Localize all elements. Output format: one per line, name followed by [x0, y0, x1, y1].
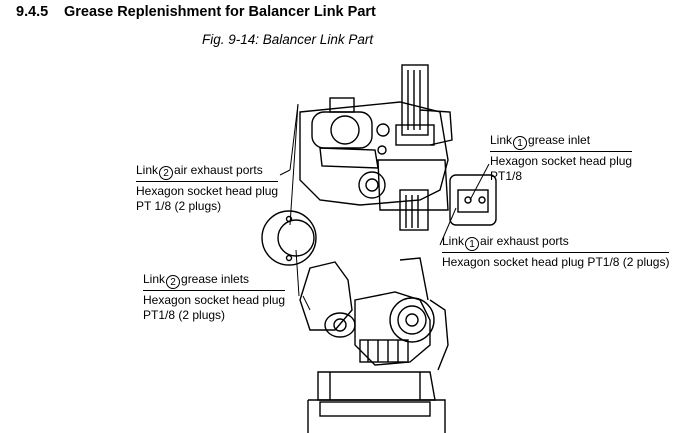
- number-circle-icon: 1: [513, 136, 528, 150]
- section-number: 9.4.5: [16, 4, 49, 20]
- section-title: Grease Replenishment for Balancer Link P…: [64, 4, 376, 20]
- number-circle-icon: 1: [465, 237, 480, 251]
- number-circle-icon: 2: [159, 166, 174, 180]
- section-heading: 9.4.5 Grease Replenishment for Balancer L…: [16, 4, 376, 20]
- figure-caption: Fig. 9-14: Balancer Link Part: [202, 32, 374, 47]
- number-circle-icon: 2: [166, 275, 181, 289]
